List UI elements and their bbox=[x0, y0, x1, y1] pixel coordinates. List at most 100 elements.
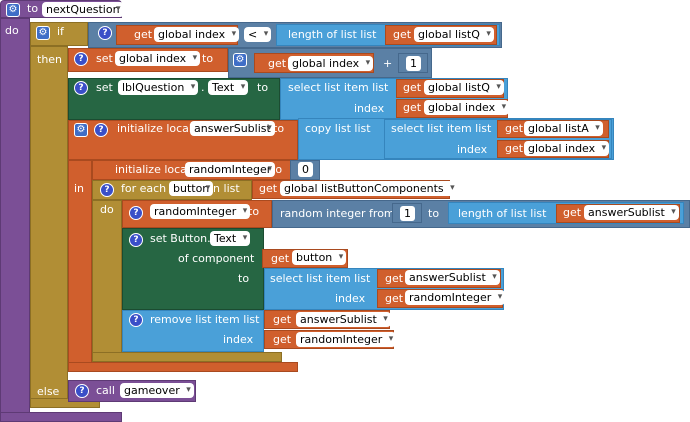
procedure-footer bbox=[0, 412, 122, 422]
get-label: get bbox=[403, 81, 422, 94]
get-label: get bbox=[273, 333, 292, 346]
get-label: get bbox=[563, 206, 582, 219]
variable-dropdown[interactable]: global listQ bbox=[424, 80, 504, 95]
to-keyword: to bbox=[27, 2, 39, 15]
in-keyword: in bbox=[74, 182, 85, 195]
get-label: get bbox=[385, 272, 404, 285]
index-label: index bbox=[223, 333, 254, 346]
to-label: to bbox=[248, 205, 260, 218]
procedure-name-field[interactable]: nextQuestion bbox=[42, 2, 124, 17]
question-icon[interactable]: ? bbox=[75, 384, 89, 398]
question-icon[interactable]: ? bbox=[129, 313, 143, 327]
select-label: select list item list bbox=[288, 81, 389, 94]
local-variable-body bbox=[68, 160, 92, 364]
set-button-label: set Button. bbox=[150, 232, 211, 245]
for-each-label: for each bbox=[121, 182, 167, 195]
get-label: get bbox=[268, 57, 287, 70]
question-icon[interactable]: ? bbox=[129, 206, 143, 220]
property-dropdown[interactable]: Text bbox=[210, 231, 251, 246]
select-label: select list item list bbox=[391, 122, 492, 135]
gear-icon[interactable]: ⚙ bbox=[6, 3, 20, 17]
variable-dropdown[interactable]: global index bbox=[288, 56, 374, 71]
variable-dropdown[interactable]: global listButtonComponents bbox=[280, 181, 458, 196]
if-body-bar bbox=[30, 46, 68, 400]
if-footer bbox=[30, 398, 100, 408]
variable-dropdown[interactable]: button bbox=[292, 250, 347, 265]
to-label: to bbox=[257, 81, 269, 94]
select-label: select list item list bbox=[270, 272, 371, 285]
to-label: to bbox=[428, 207, 440, 220]
local-name-field[interactable]: randomInteger bbox=[185, 162, 276, 177]
question-icon[interactable]: ? bbox=[129, 233, 143, 247]
variable-dropdown[interactable]: answerSublist bbox=[584, 205, 679, 220]
initialize-local-label: initialize local bbox=[115, 163, 190, 176]
variable-dropdown[interactable]: global index bbox=[424, 100, 510, 115]
gear-icon[interactable]: ⚙ bbox=[74, 123, 88, 137]
variable-dropdown[interactable]: global index bbox=[524, 141, 610, 156]
number-field[interactable]: 0 bbox=[298, 162, 313, 177]
variable-dropdown[interactable]: global index bbox=[115, 51, 201, 66]
index-label: index bbox=[335, 292, 366, 305]
do-keyword: do bbox=[5, 24, 19, 37]
get-label: get bbox=[273, 313, 292, 326]
variable-dropdown[interactable]: randomInteger bbox=[296, 332, 397, 347]
get-label: get bbox=[403, 101, 422, 114]
gear-icon[interactable]: ⚙ bbox=[233, 53, 247, 67]
random-integer-label: random integer from bbox=[280, 207, 395, 220]
dot-label: . bbox=[201, 81, 205, 94]
loop-variable-field[interactable]: button bbox=[169, 181, 214, 196]
variable-dropdown[interactable]: answerSublist bbox=[296, 312, 391, 327]
get-label: get bbox=[134, 28, 153, 41]
variable-dropdown[interactable]: global listA bbox=[524, 121, 603, 136]
index-label: index bbox=[457, 143, 488, 156]
variable-dropdown[interactable]: randomInteger bbox=[150, 204, 251, 219]
length-label: length of list list bbox=[458, 207, 547, 220]
question-icon[interactable]: ? bbox=[98, 26, 112, 40]
gear-icon[interactable]: ⚙ bbox=[36, 26, 50, 40]
set-label: set bbox=[96, 52, 113, 65]
local-name-field[interactable]: answerSublist bbox=[190, 121, 275, 136]
if-keyword: if bbox=[57, 25, 64, 38]
plus-operator: + bbox=[383, 57, 393, 70]
else-keyword: else bbox=[37, 385, 60, 398]
property-dropdown[interactable]: Text bbox=[208, 80, 249, 95]
to-label: to bbox=[271, 163, 283, 176]
question-icon[interactable]: ? bbox=[94, 123, 108, 137]
component-dropdown[interactable]: lblQuestion bbox=[118, 80, 199, 95]
for-each-body bbox=[92, 200, 122, 356]
then-keyword: then bbox=[37, 53, 63, 66]
question-icon[interactable]: ? bbox=[74, 52, 88, 66]
copy-list-label: copy list list bbox=[305, 122, 371, 135]
index-label: index bbox=[354, 102, 385, 115]
get-label: get bbox=[393, 28, 412, 41]
number-field[interactable]: 1 bbox=[400, 206, 415, 221]
remove-list-item-block[interactable] bbox=[122, 310, 264, 352]
variable-dropdown[interactable]: global listQ bbox=[414, 27, 494, 42]
question-icon[interactable]: ? bbox=[100, 183, 114, 197]
variable-dropdown[interactable]: answerSublist bbox=[405, 270, 500, 285]
set-label: set bbox=[96, 81, 113, 94]
do-keyword: do bbox=[100, 203, 114, 216]
remove-label: remove list item list bbox=[150, 313, 260, 326]
call-label: call bbox=[96, 384, 115, 397]
in-list-label: in list bbox=[210, 182, 240, 195]
operator-dropdown[interactable]: < bbox=[244, 27, 272, 42]
initialize-local-label: initialize local bbox=[117, 122, 192, 135]
to-label: to bbox=[273, 122, 285, 135]
to-label: to bbox=[238, 272, 250, 285]
procedure-body-bar bbox=[0, 18, 30, 414]
local-variable-footer bbox=[68, 362, 298, 372]
to-label: to bbox=[202, 52, 214, 65]
procedure-dropdown[interactable]: gameover bbox=[120, 383, 194, 398]
get-label: get bbox=[505, 122, 524, 135]
get-label: get bbox=[505, 142, 524, 155]
get-label: get bbox=[259, 182, 278, 195]
of-component-label: of component bbox=[178, 252, 255, 265]
get-label: get bbox=[271, 252, 290, 265]
question-icon[interactable]: ? bbox=[74, 81, 88, 95]
variable-dropdown[interactable]: global index bbox=[154, 27, 240, 42]
for-each-footer bbox=[92, 352, 282, 362]
number-field[interactable]: 1 bbox=[406, 56, 421, 71]
variable-dropdown[interactable]: randomInteger bbox=[405, 290, 506, 305]
length-label: length of list list bbox=[288, 28, 377, 41]
